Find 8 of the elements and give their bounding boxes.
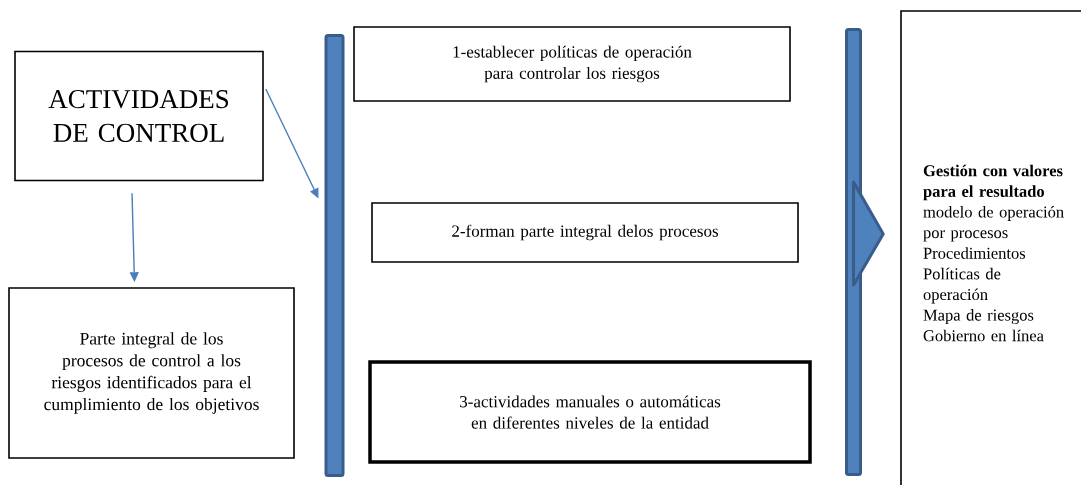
text-box: 2-forman parte integral delos procesos	[371, 202, 799, 263]
text-box: Parte integral de los procesos de control a los riesgos identificados para el cumplimiento de los objetivos	[8, 287, 295, 459]
text-box: 3-actividades manuales o automáticas en diferentes niveles de la entidad	[368, 360, 812, 464]
chevron-arrow	[852, 180, 885, 287]
text-box: 1-establecer políticas de operación para controlar los riesgos	[353, 26, 791, 102]
info-panel: Gestión con valores para el resultado modelo de operación por procesos Procedimientos Políticas de operación Mapa de riesgos Gobierno en línea	[900, 10, 1081, 485]
vertical-bar	[324, 34, 345, 477]
title-box: ACTIVIDADES DE CONTROL	[14, 50, 264, 182]
